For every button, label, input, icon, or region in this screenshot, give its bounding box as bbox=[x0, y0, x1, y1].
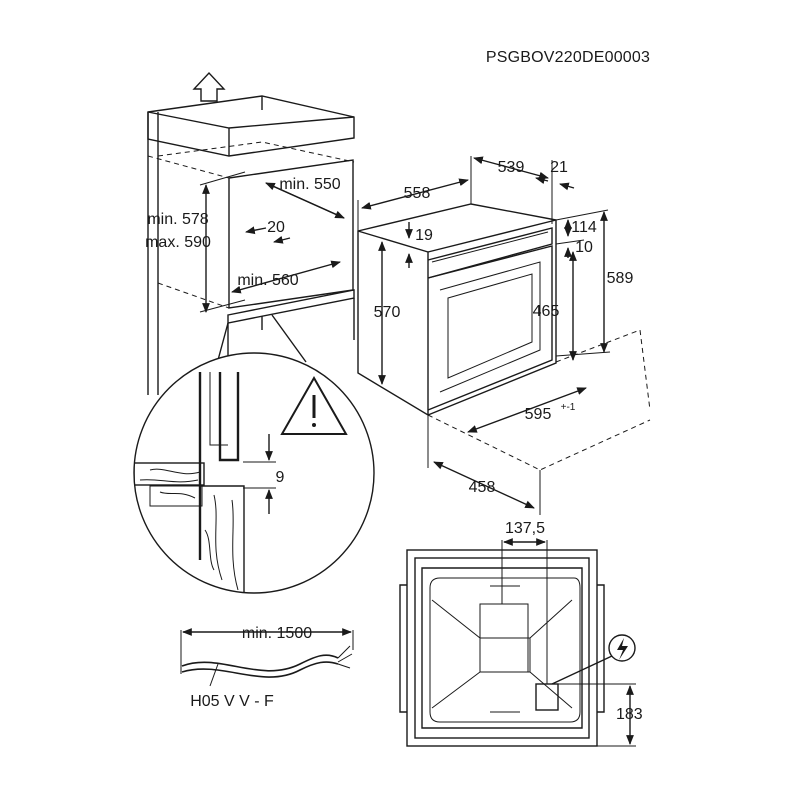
oven-height-body-label: 570 bbox=[374, 304, 401, 321]
cabinet-width-label: min. 560 bbox=[237, 272, 298, 289]
oven-depth-total-label: 558 bbox=[404, 185, 431, 202]
detail-zoom: 9 bbox=[133, 314, 375, 594]
drawing-code: PSGBOV220DE00003 bbox=[486, 49, 650, 66]
oven-panel-top-label: 114 bbox=[571, 219, 597, 236]
cabinet-niche: min. 550 20 min. 560 min. 578 max. 590 bbox=[145, 71, 355, 395]
detail-gap-label: 9 bbox=[276, 469, 285, 486]
oven-drawing: 558 539 21 19 114 10 570 465 589 595 +-1… bbox=[357, 156, 651, 515]
cable-length-label: min. 1500 bbox=[242, 625, 312, 642]
oven-top-offset-label: 19 bbox=[415, 227, 433, 244]
cable-spec: min. 1500 H05 V V - F bbox=[180, 625, 354, 710]
back-connection-offset-label: 137,5 bbox=[505, 520, 545, 537]
oven-panel-gap-label: 10 bbox=[575, 239, 593, 256]
oven-height-total-label: 589 bbox=[607, 270, 634, 287]
cable-type-label: H05 V V - F bbox=[190, 693, 274, 710]
oven-depth-front-label: 458 bbox=[469, 479, 496, 496]
oven-depth-body-label: 539 bbox=[498, 159, 525, 176]
back-connection-height-label: 183 bbox=[616, 706, 643, 723]
cabinet-gap-label: 20 bbox=[267, 219, 285, 236]
oven-width-label: 595 bbox=[525, 406, 552, 423]
cabinet-depth-label: min. 550 bbox=[279, 176, 340, 193]
oven-height-door-label: 465 bbox=[533, 303, 560, 320]
oven-back-view: 137,5 183 bbox=[399, 520, 643, 747]
ventilation-arrow-icon bbox=[192, 71, 226, 102]
cabinet-height-max-label: max. 590 bbox=[145, 234, 211, 251]
oven-door-label: 21 bbox=[550, 159, 568, 176]
oven-width-tolerance: +-1 bbox=[561, 402, 576, 413]
cabinet-height-min-label: min. 578 bbox=[147, 211, 208, 228]
